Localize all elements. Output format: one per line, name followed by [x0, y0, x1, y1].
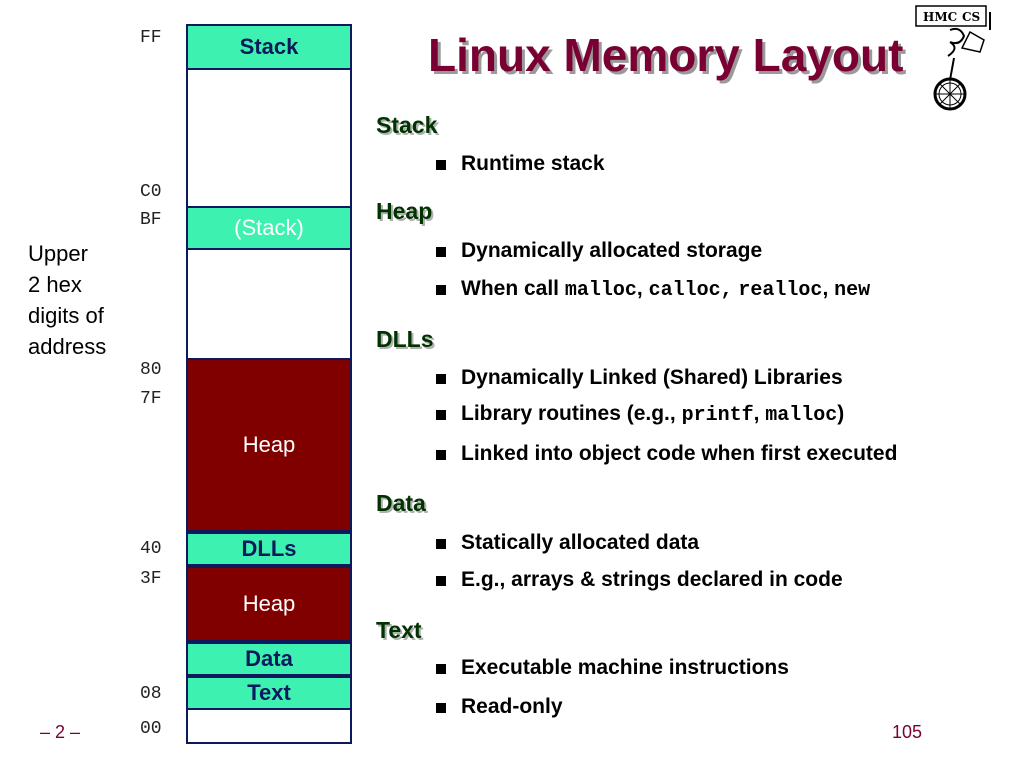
- address-c0: C0: [140, 182, 162, 202]
- item-runtime-stack: Runtime stack: [461, 152, 605, 175]
- item-dynamic-storage: Dynamically allocated storage: [461, 239, 763, 262]
- footer-slide-number: 105: [892, 722, 923, 742]
- svg-text:HMC: HMC: [923, 10, 957, 24]
- item-linked-object: Linked into object code when first execu…: [461, 442, 898, 465]
- item-arrays-strings: E.g., arrays & strings declared in code: [461, 568, 843, 591]
- address-ff: FF: [140, 28, 162, 48]
- segment-data: Data: [186, 642, 352, 676]
- bullet-icon: [436, 160, 446, 170]
- section-title-stack: Stack: [376, 112, 438, 138]
- bullet-icon: [436, 703, 446, 713]
- bullet-icon: [436, 576, 446, 586]
- bullet-icon: [436, 450, 446, 460]
- hmc-cs-logo: HMC CS: [915, 5, 991, 111]
- slide-title: Linux Memory Layout: [428, 29, 904, 81]
- address-7f: 7F: [140, 389, 162, 409]
- code-calloc: calloc,: [648, 279, 733, 302]
- item-when-call: When call malloc, calloc, realloc, new: [461, 277, 871, 302]
- bullet-icon: [436, 664, 446, 674]
- code-malloc-2: malloc: [765, 404, 838, 427]
- memory-diagram: Stack (Stack) Heap DLLs Heap Data Text: [186, 24, 352, 744]
- segment-stack-secondary: (Stack): [186, 206, 352, 250]
- upper-digits-label: Upper 2 hex digits of address: [28, 241, 107, 359]
- segment-heap-upper: Heap: [186, 358, 352, 532]
- address-08: 08: [140, 684, 162, 704]
- item-machine-instructions: Executable machine instructions: [461, 656, 789, 679]
- bullet-icon: [436, 410, 446, 420]
- item-dll-shared: Dynamically Linked (Shared) Libraries: [461, 366, 843, 389]
- code-printf: printf: [681, 404, 754, 427]
- address-bf: BF: [140, 210, 162, 230]
- address-80: 80: [140, 360, 162, 380]
- code-realloc: realloc: [738, 279, 823, 302]
- segment-text: Text: [186, 676, 352, 710]
- footer-page-marker: – 2 –: [40, 722, 81, 742]
- item-read-only: Read-only: [461, 695, 563, 718]
- svg-text:CS: CS: [962, 10, 980, 24]
- segment-stack: Stack: [186, 24, 352, 70]
- address-40: 40: [140, 539, 162, 559]
- bullet-icon: [436, 539, 446, 549]
- section-title-dlls: DLLs: [376, 326, 434, 352]
- address-00: 00: [140, 719, 162, 739]
- segment-dlls: DLLs: [186, 532, 352, 566]
- address-3f: 3F: [140, 569, 162, 589]
- segment-heap-lower: Heap: [186, 566, 352, 642]
- code-malloc: malloc: [564, 279, 637, 302]
- item-library-routines: Library routines (e.g., printf, malloc): [461, 402, 845, 427]
- section-title-text: Text: [376, 617, 422, 643]
- section-title-heap: Heap: [376, 198, 433, 224]
- code-new: new: [834, 279, 871, 302]
- item-static-data: Statically allocated data: [461, 531, 700, 554]
- bullet-icon: [436, 374, 446, 384]
- bullet-icon: [436, 285, 446, 295]
- bullet-icon: [436, 247, 446, 257]
- section-title-data: Data: [376, 490, 426, 516]
